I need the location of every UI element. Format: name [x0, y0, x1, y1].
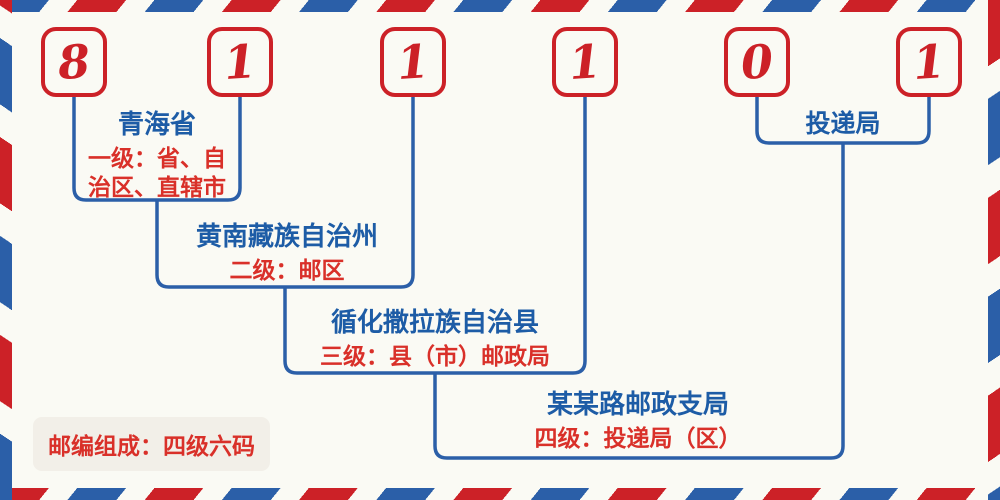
postal-code-composition-badge: 邮编组成：四级六码	[33, 417, 270, 471]
airmail-border-top-icon	[0, 0, 1000, 12]
bracket-level-4	[433, 143, 845, 460]
level-3-title: 循化撒拉族自治县	[330, 307, 539, 337]
level-2-title: 黄南藏族自治州	[195, 221, 379, 251]
digit-5: 0	[739, 33, 775, 91]
delivery-office-label: 投递局	[805, 110, 881, 138]
level-3-label: 循化撒拉族自治县 三级：县（市）邮政局	[320, 307, 550, 371]
digit-1: 8	[56, 33, 92, 91]
level-4-title: 某某路邮政支局	[546, 389, 729, 419]
digit-box-3: 1	[380, 27, 446, 97]
level-4-label: 某某路邮政支局 四级：投递局（区）	[534, 389, 742, 453]
digit-6: 1	[911, 33, 947, 91]
level-1-label: 青海省 一级：省、自治区、直辖市	[82, 109, 232, 203]
digit-4: 1	[567, 33, 603, 91]
digit-2: 1	[222, 33, 258, 91]
level-3-desc: 三级：县（市）邮政局	[320, 342, 550, 369]
airmail-border-left-icon	[0, 0, 12, 500]
digit-box-1: 8	[41, 27, 107, 97]
airmail-border-bottom-icon	[0, 488, 1000, 500]
digit-3: 1	[395, 33, 431, 91]
bracket-delivery-office	[755, 97, 931, 145]
digit-box-4: 1	[552, 27, 618, 97]
level-1-desc: 一级：省、自治区、直辖市	[88, 144, 226, 201]
digit-box-6: 1	[896, 27, 962, 97]
airmail-border-right-icon	[988, 0, 1000, 500]
level-4-desc: 四级：投递局（区）	[534, 424, 742, 451]
digit-box-2: 1	[207, 27, 273, 97]
level-1-title: 青海省	[117, 109, 196, 139]
level-2-label: 黄南藏族自治州 二级：邮区	[195, 221, 379, 285]
digit-box-5: 0	[724, 27, 790, 97]
level-2-desc: 二级：邮区	[229, 256, 345, 283]
